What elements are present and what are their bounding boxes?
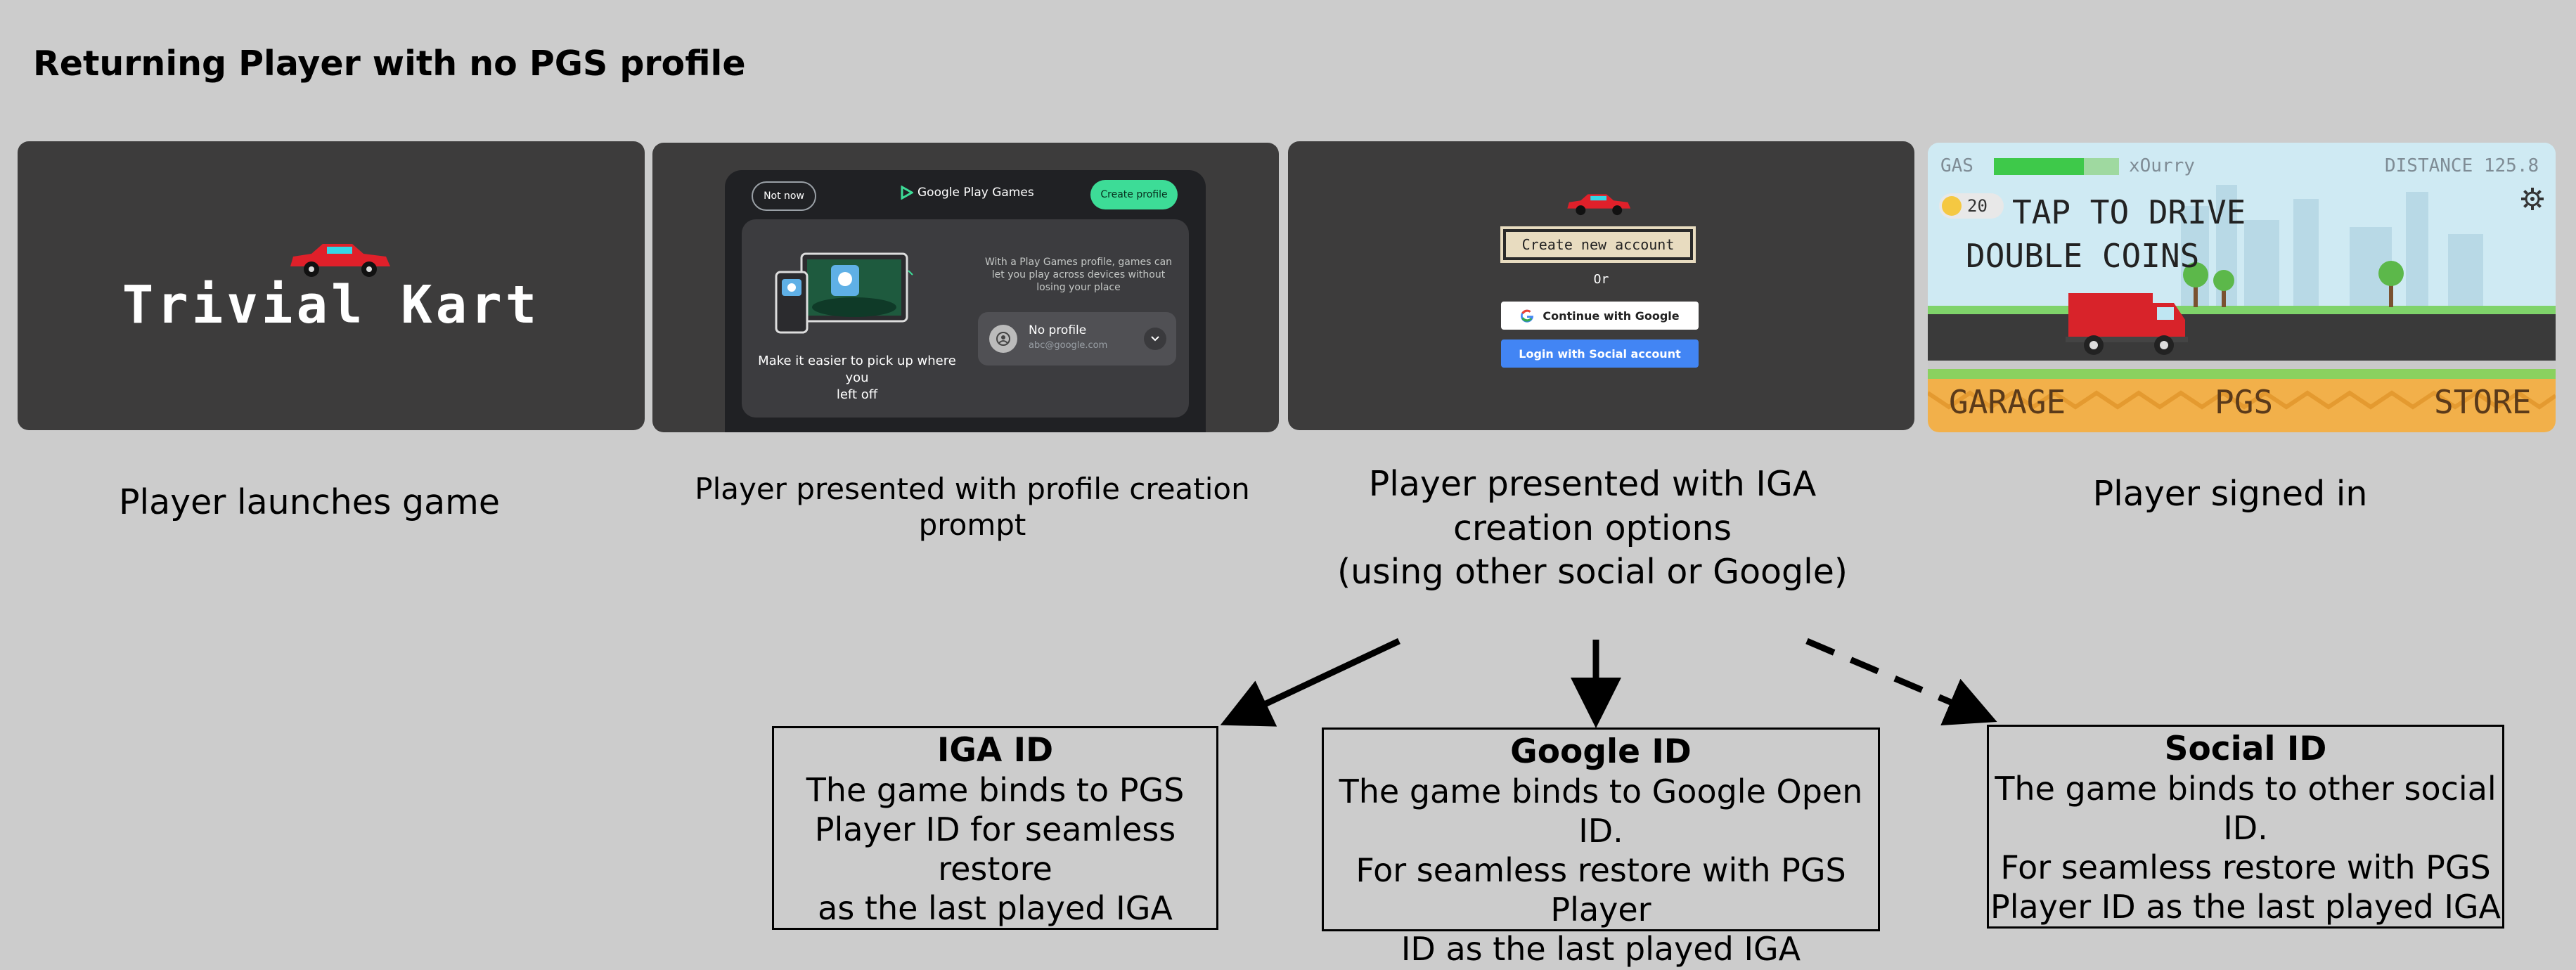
screen-iga-options: Create new account Or Continue with Goog… — [1288, 141, 1914, 430]
profile-dialog: Not now Google Play Games Create profile — [725, 170, 1206, 432]
distance-readout: DISTANCE 125.8 — [2385, 155, 2539, 176]
step-1-caption: Player launches game — [118, 482, 501, 522]
kart-icon — [1567, 194, 1631, 216]
devices-illustration-icon — [775, 252, 913, 334]
arrow-to-iga-id — [1220, 638, 1400, 727]
or-divider: Or — [1593, 272, 1609, 287]
gas-meter — [1994, 158, 2119, 175]
player-name: xOurry — [2129, 155, 2195, 176]
screen-profile-prompt: Not now Google Play Games Create profile — [652, 143, 1279, 432]
continue-google-button[interactable]: Continue with Google — [1501, 302, 1699, 330]
truck-icon — [2066, 293, 2188, 355]
banner-line-2: DOUBLE COINS — [1966, 237, 2200, 275]
google-icon — [1521, 309, 1534, 323]
social-id-box: Social ID The game binds to other social… — [1987, 725, 2504, 929]
menu-garage[interactable]: GARAGE — [1949, 383, 2066, 421]
brand-name: Google Play Games — [917, 186, 1034, 200]
gear-icon[interactable] — [2520, 186, 2545, 212]
coin-counter: 20 — [1939, 193, 2004, 219]
game-title: Trivial Kart — [122, 275, 541, 335]
person-icon — [996, 332, 1010, 346]
screen-game-signed-in: GAS xOurry DISTANCE 125.8 20 TAP TO DRIV… — [1928, 143, 2556, 432]
gas-label: GAS — [1940, 155, 1973, 176]
create-account-button[interactable]: Create new account — [1503, 229, 1693, 260]
account-selector[interactable]: No profile abc@google.com — [978, 312, 1176, 366]
brand-header: Google Play Games — [901, 186, 1034, 200]
not-now-button[interactable]: Not now — [752, 181, 816, 211]
gas-meter-fill — [1994, 158, 2085, 175]
profile-card: Make it easier to pick up where you left… — [742, 219, 1189, 418]
login-social-button[interactable]: Login with Social account — [1501, 340, 1699, 368]
create-profile-button[interactable]: Create profile — [1090, 180, 1178, 209]
page-title: Returning Player with no PGS profile — [33, 44, 746, 84]
profile-caption: Make it easier to pick up where you left… — [758, 354, 956, 402]
step-2-caption: Player presented with profile creation p… — [695, 472, 1250, 543]
coin-icon — [1942, 196, 1962, 216]
banner-line-1: TAP TO DRIVE — [2012, 193, 2246, 231]
play-games-icon — [901, 186, 913, 200]
google-id-box: Google ID The game binds to Google Open … — [1322, 728, 1880, 968]
profile-description: With a Play Games profile, games can let… — [984, 257, 1173, 293]
screen-game-launch: Trivial Kart — [18, 141, 645, 430]
arrow-to-social-id — [1805, 638, 1997, 725]
menu-pgs[interactable]: PGS — [2215, 383, 2274, 421]
profile-name: No profile — [1029, 323, 1087, 337]
profile-email: abc@google.com — [1029, 340, 1108, 351]
step-4-caption: Player signed in — [2092, 474, 2368, 514]
step-3-caption: Player presented with IGA creation optio… — [1337, 464, 1848, 593]
menu-store[interactable]: STORE — [2434, 383, 2532, 421]
avatar — [989, 325, 1017, 353]
chevron-down-icon[interactable] — [1144, 328, 1166, 350]
game-scene — [1928, 143, 2556, 432]
iga-id-box: IGA ID The game binds to PGS Player ID f… — [772, 726, 1218, 930]
kart-icon — [290, 244, 390, 277]
